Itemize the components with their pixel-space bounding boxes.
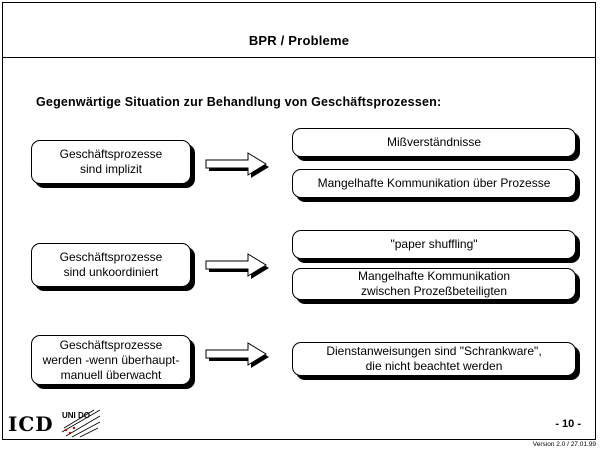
arrow-right-icon	[205, 342, 269, 368]
problem-box-ueberwacht: Geschäftsprozesse werden -wenn überhaupt…	[31, 335, 191, 385]
section-heading: Gegenwärtige Situation zur Behandlung vo…	[36, 95, 442, 109]
problem-line: Geschäftsprozesse	[59, 250, 163, 264]
page-number: - 10 -	[555, 418, 581, 430]
consequence-box-paper-shuffling: "paper shuffling"	[292, 230, 576, 259]
arrow-right-icon	[205, 253, 269, 279]
problem-line: Geschäftsprozesse	[59, 147, 163, 161]
version-label: Version 2.0 / 27.01.99	[532, 441, 596, 448]
consequence-line: "paper shuffling"	[390, 237, 478, 251]
consequence-line: Mangelhafte Kommunikation über Prozesse	[317, 176, 551, 190]
consequence-line: zwischen Prozeßbeteiligten	[360, 284, 508, 298]
arrow-right-icon	[205, 152, 269, 178]
consequence-box-kommunikation-prozesse: Mangelhafte Kommunikation über Prozesse	[292, 169, 576, 198]
problem-line: manuell überwacht	[60, 367, 162, 382]
uni-dortmund-logo-icon	[61, 409, 101, 438]
problem-line: Geschäftsprozesse	[59, 337, 163, 352]
slide-frame	[2, 2, 596, 440]
problem-line: werden -wenn überhaupt-	[42, 352, 180, 367]
consequence-box-missverstaendnisse: Mißverständnisse	[292, 128, 576, 157]
consequence-box-schrankware: Dienstanweisungen sind "Schrankware", di…	[292, 342, 576, 376]
title-bar: BPR / Probleme	[2, 2, 596, 58]
uni-logo-text: UNI DO	[62, 411, 90, 420]
problem-box-unkoordiniert: Geschäftsprozesse sind unkoordiniert	[31, 243, 191, 287]
consequence-line: Dienstanweisungen sind "Schrankware",	[326, 344, 542, 358]
consequence-line: Mißverständnisse	[386, 135, 482, 149]
consequence-line: die nicht beachtet werden	[365, 359, 503, 373]
consequence-line: Mangelhafte Kommunikation	[357, 269, 511, 283]
problem-line: sind implizit	[79, 162, 142, 176]
problem-box-implicit: Geschäftsprozesse sind implizit	[31, 140, 191, 184]
icd-logo: ICD	[8, 412, 54, 436]
consequence-box-kommunikation-beteiligte: Mangelhafte Kommunikation zwischen Proze…	[292, 268, 576, 300]
problem-line: sind unkoordiniert	[63, 265, 159, 279]
slide-title: BPR / Probleme	[248, 33, 350, 48]
